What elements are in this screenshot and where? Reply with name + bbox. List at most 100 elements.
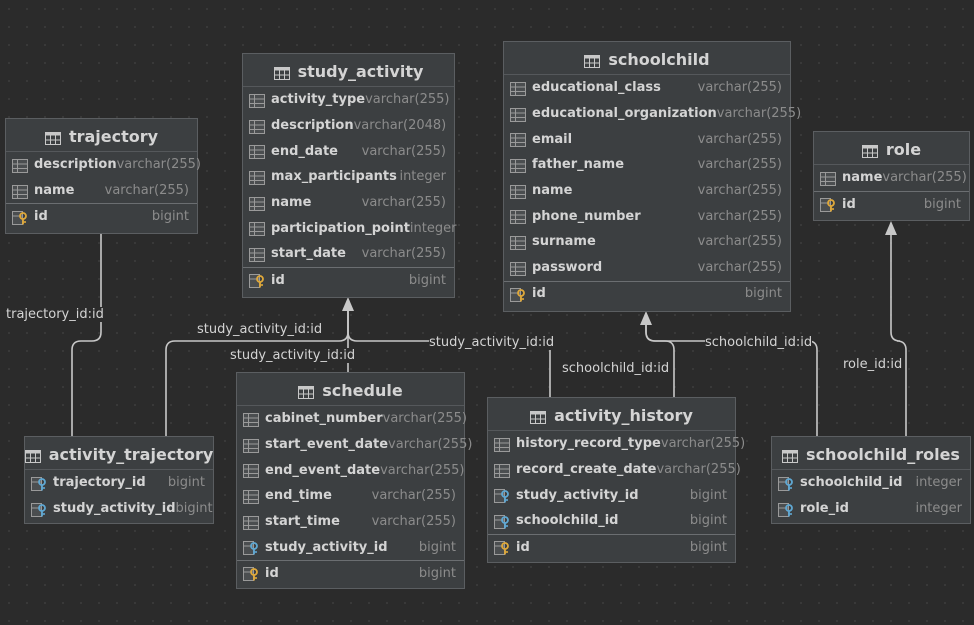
column-icon [494,463,510,478]
column-name: record_create_date [516,462,657,478]
edge-label-trajectory-id: trajectory_id:id [6,307,104,322]
column-type: integer [409,220,457,236]
column-icon [249,221,265,237]
column-type: varchar(255) [380,462,465,478]
column-type: bigint [151,209,189,225]
table-row-id[interactable]: id bigint [814,190,969,217]
edge-label-study-activity-id-2: study_activity_id:id [230,348,356,363]
column-type: varchar(255) [660,436,746,452]
foreign-key-icon [31,502,47,517]
column-icon [12,158,28,173]
column-type: bigint [418,565,456,581]
column-name: cabinet_number [265,411,383,427]
column-name: name [271,195,312,211]
column-name: password [532,260,603,276]
table-title: schoolchild [608,49,710,69]
column-type: varchar(255) [365,92,450,108]
table-header: schoolchild [504,44,790,75]
column-icon [510,81,526,96]
column-type: bigint [408,272,446,288]
edge-label-study-activity-id-1: study_activity_id:id [197,322,323,337]
column-icon [510,235,526,250]
table-row-id[interactable]: id bigint [6,203,197,229]
column-type: varchar(255) [716,106,802,122]
column-icon [243,438,259,453]
edge-label-schoolchild-id-2: schoolchild_id:id [705,335,813,350]
column-type: bigint [689,487,727,503]
table-title: activity_trajectory [48,444,214,464]
column-type: varchar(255) [697,183,782,199]
column-type: varchar(255) [697,260,782,276]
table-row-password[interactable]: password varchar(255) [504,255,790,281]
primary-key-icon [249,273,265,289]
column-name: start_event_date [265,437,389,453]
column-name: start_time [265,514,340,530]
edge-activity-trajectory-to-trajectory [71,224,102,436]
column-name: id [34,209,48,225]
column-name: start_date [271,246,346,262]
table-icon [273,65,290,80]
column-name: end_date [271,143,338,159]
column-icon [249,119,265,134]
foreign-key-icon [778,502,794,517]
column-type: varchar(2048) [353,118,447,134]
column-name: participation_point [271,220,410,236]
column-name: id [842,196,856,212]
table-icon [530,409,547,424]
column-name: name [532,183,573,199]
column-name: end_time [265,488,332,504]
column-type: bigint [923,196,961,212]
column-icon [249,196,265,211]
table-row-name[interactable]: name varchar(255) [504,178,790,204]
column-name: trajectory_id [53,475,146,491]
edge-schoolchild-roles-to-role [890,234,907,436]
column-icon [510,261,526,276]
arrow-head-schoolchild [640,311,652,325]
column-icon [820,171,836,186]
column-icon [249,144,265,160]
table-icon [782,448,799,463]
